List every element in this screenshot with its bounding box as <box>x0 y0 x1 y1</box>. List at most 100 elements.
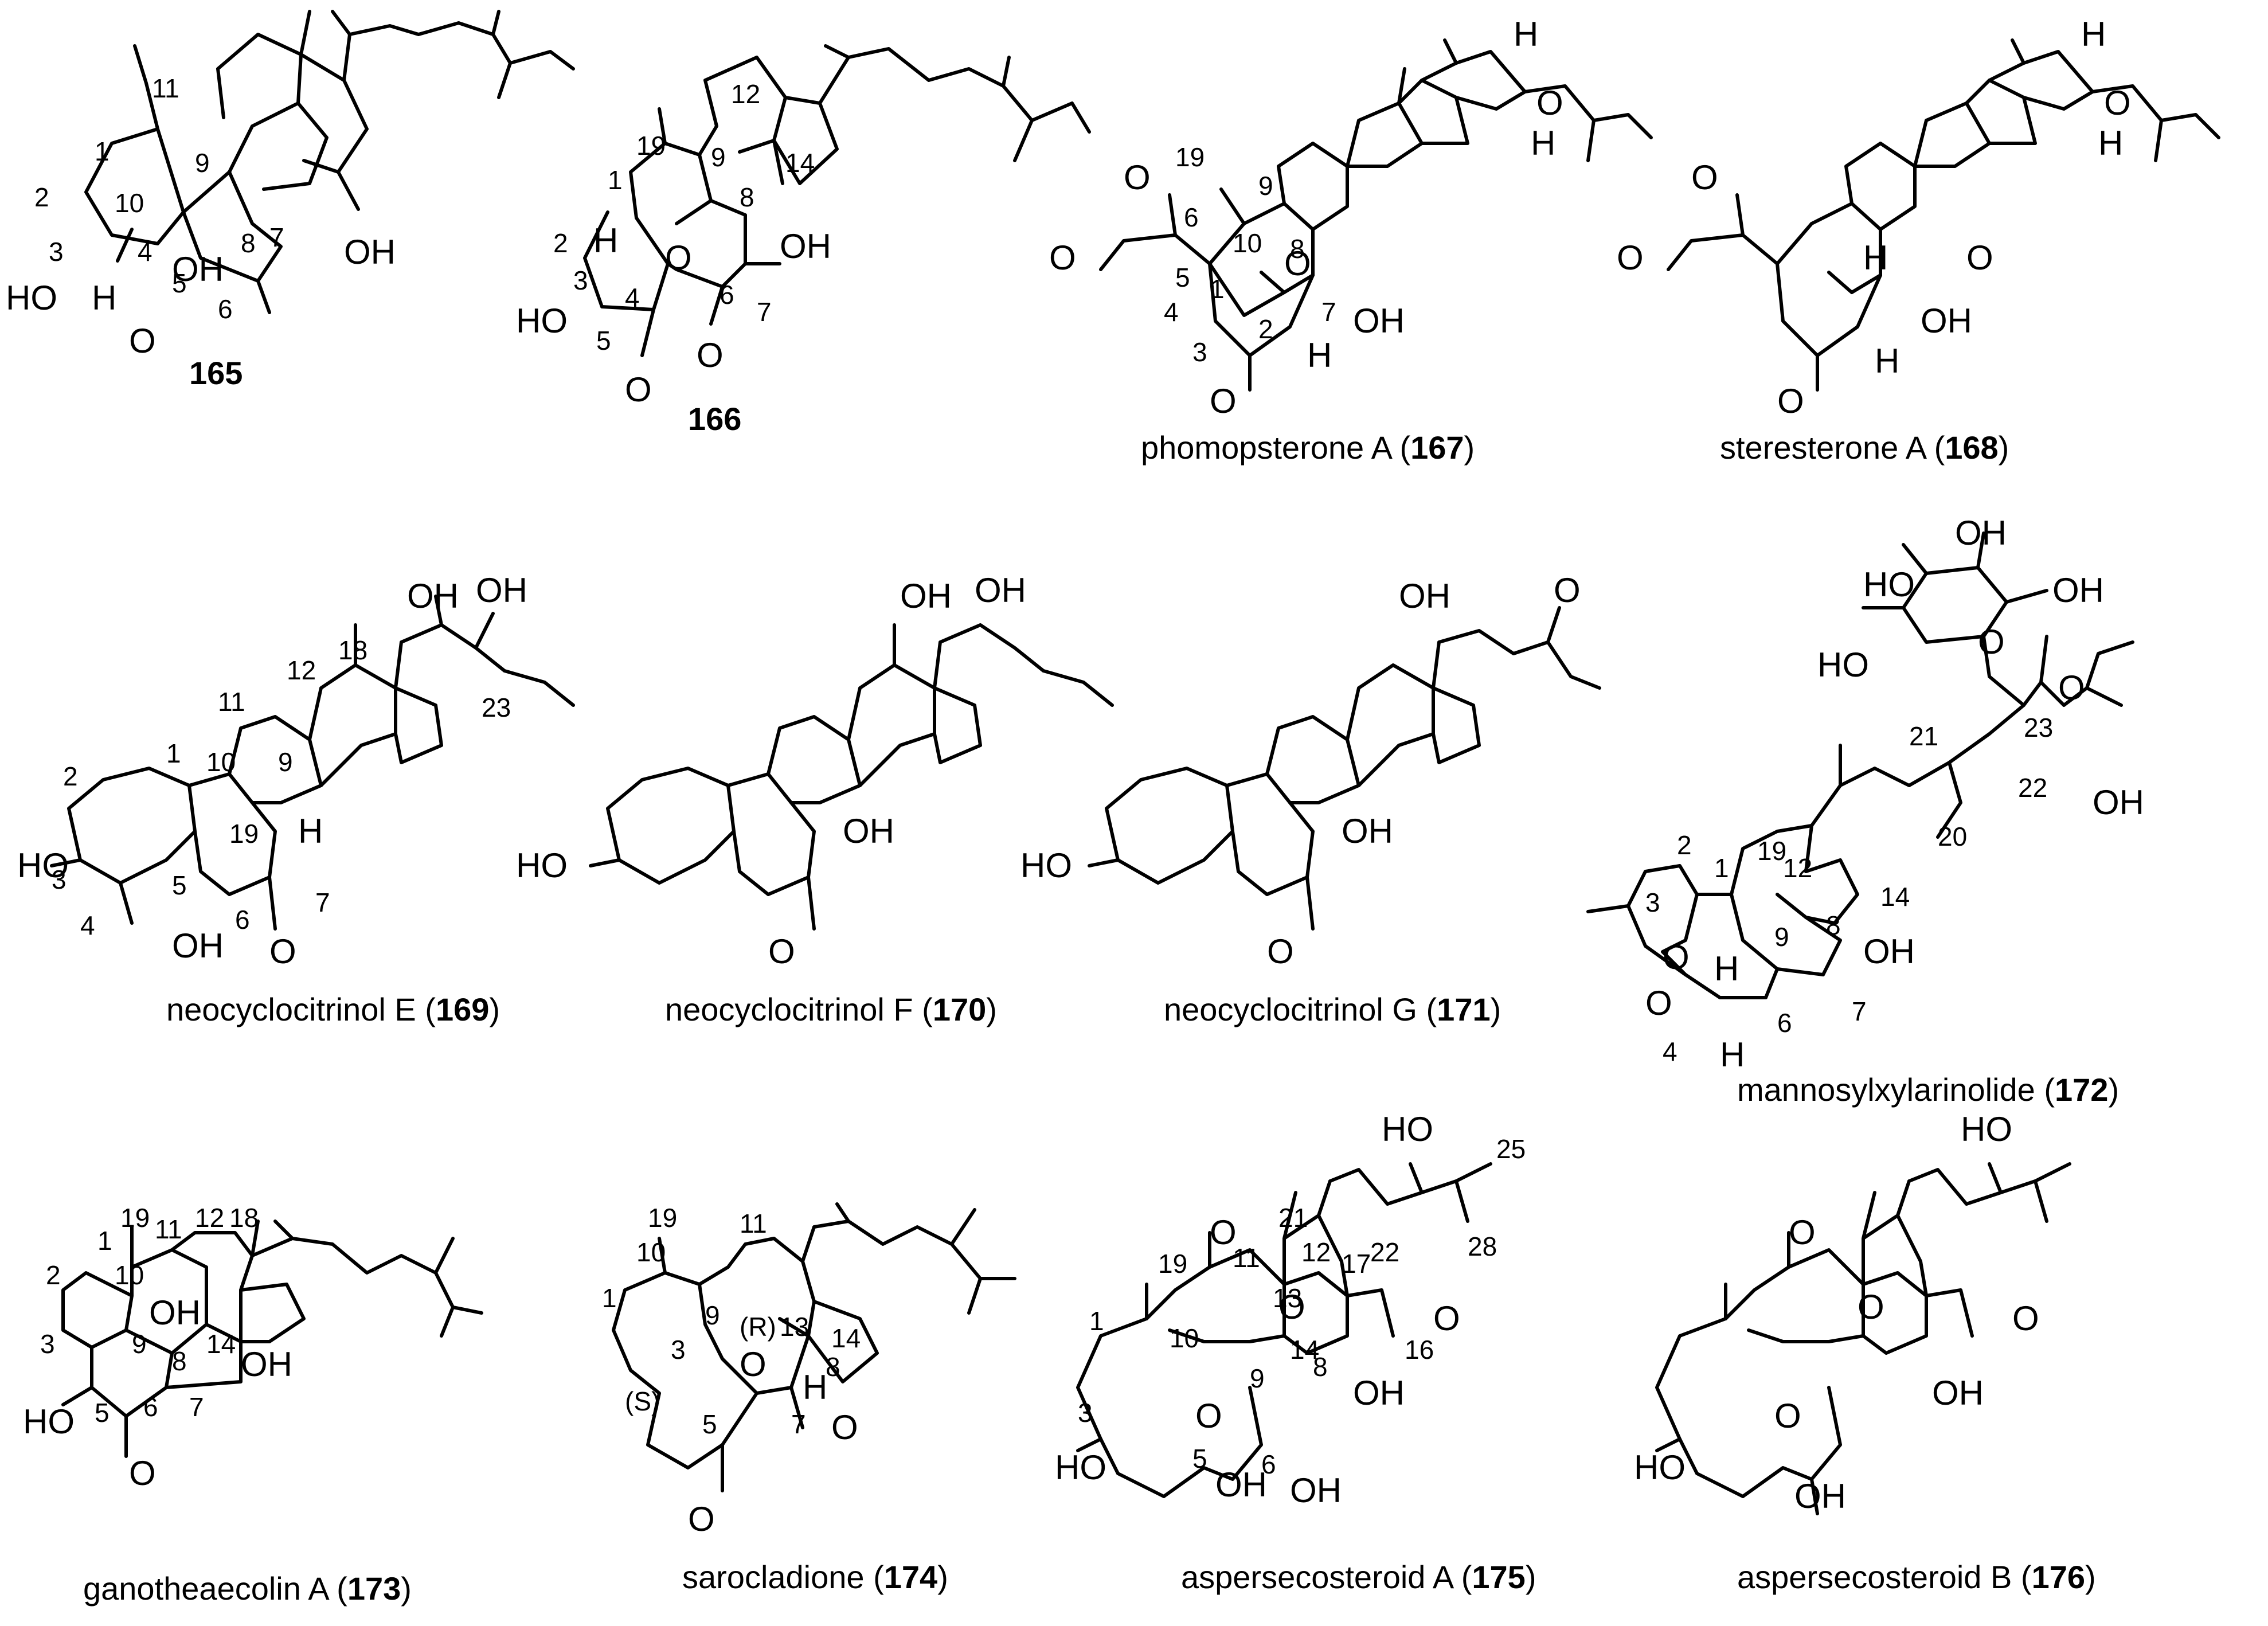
o-label: O <box>665 239 692 277</box>
locant: 7 <box>757 297 772 327</box>
h-label: H <box>1875 342 1899 380</box>
locant: 4 <box>625 283 640 312</box>
h-label: H <box>92 279 116 317</box>
locant: 21 <box>1278 1203 1308 1233</box>
stereo-label: (R) <box>740 1312 776 1342</box>
locant: 5 <box>596 326 611 355</box>
oh-label: OH <box>843 812 894 850</box>
locant: 1 <box>97 1226 112 1256</box>
locant: 13 <box>780 1312 809 1342</box>
oh-label: OH <box>1215 1465 1267 1504</box>
o-label: O <box>697 336 724 374</box>
locant: 28 <box>1468 1232 1497 1261</box>
locant: 3 <box>671 1335 686 1365</box>
o-label: O <box>1049 239 1076 277</box>
locant: 2 <box>553 228 568 258</box>
locant: 8 <box>1290 234 1305 264</box>
oh-label: HO <box>17 846 69 885</box>
o-label: O <box>1858 1288 1884 1326</box>
locant: 7 <box>189 1392 204 1422</box>
locant: 9 <box>278 747 293 777</box>
locant: 7 <box>791 1409 806 1439</box>
oh-label: OH <box>1399 577 1450 615</box>
o-label: O <box>1617 239 1644 277</box>
o-label: O <box>269 932 296 971</box>
oh-label: HO <box>1634 1448 1686 1487</box>
structure-176: HO OH HO OH O O O O aspersecosteroid B (… <box>1634 1110 2096 1595</box>
oh-label: OH <box>1863 932 1915 971</box>
locant: 9 <box>132 1329 147 1359</box>
locant: 22 <box>2018 773 2047 803</box>
locant: 3 <box>52 865 67 894</box>
locant: 6 <box>1261 1449 1276 1479</box>
oh-label: OH <box>780 227 831 265</box>
oh-label: HO <box>1961 1110 2012 1148</box>
o-label: O <box>1536 84 1563 122</box>
locant: 9 <box>711 142 726 172</box>
oh-label: OH <box>1794 1477 1846 1515</box>
locant: 11 <box>155 1214 182 1244</box>
h-label: H <box>1307 336 1332 374</box>
locant: 8 <box>172 1346 187 1376</box>
compound-number: 165 <box>189 355 243 391</box>
oh-label: OH <box>1353 302 1405 340</box>
locant: 14 <box>831 1323 861 1353</box>
oh-label: OH <box>2093 783 2144 822</box>
oh-label: OH <box>900 577 952 615</box>
oh-label: OH <box>407 577 459 615</box>
locant: 3 <box>40 1329 55 1359</box>
oh-label: HO <box>1863 565 1915 604</box>
structure-165: OH OH HO H O 1 2 3 4 5 6 7 8 9 10 11 165 <box>6 10 575 391</box>
h-label: H <box>1714 949 1739 988</box>
structure-166: OH HO H O O O 1 2 3 4 5 6 7 8 9 12 14 19… <box>516 44 1091 437</box>
locant: 19 <box>229 819 259 849</box>
o-label: O <box>625 370 652 409</box>
locant: 1 <box>166 738 181 768</box>
locant: 3 <box>49 237 64 267</box>
o-label: O <box>1554 571 1581 609</box>
o-label: O <box>768 932 795 971</box>
locant: 8 <box>241 228 256 258</box>
locant: 5 <box>172 870 187 900</box>
locant: 19 <box>1757 836 1786 866</box>
locant: 9 <box>705 1300 720 1330</box>
locant: 13 <box>1273 1283 1302 1313</box>
locant: 4 <box>138 237 152 267</box>
oh-label: HO <box>23 1402 75 1441</box>
locant: 12 <box>1783 853 1812 883</box>
locant: 19 <box>120 1203 150 1233</box>
o-label: O <box>1691 158 1718 197</box>
oh-label: HO <box>1382 1110 1433 1148</box>
locant: 23 <box>482 693 511 722</box>
oh-label: HO <box>516 846 568 885</box>
locant: 1 <box>608 165 623 195</box>
o-label: O <box>831 1408 858 1447</box>
structure-173: OH OH HO O 1 2 3 5 6 7 8 9 10 11 12 14 1… <box>23 1203 483 1607</box>
locant: 9 <box>195 148 210 178</box>
locant: 16 <box>1405 1335 1434 1365</box>
locant: 1 <box>95 136 110 166</box>
locant: 17 <box>1342 1249 1371 1279</box>
locant: 11 <box>740 1209 767 1238</box>
h-label: H <box>2098 124 2123 162</box>
oh-label: HO <box>1817 646 1869 684</box>
locant: 5 <box>702 1409 717 1439</box>
o-label: O <box>1978 623 2005 661</box>
h-label: H <box>298 812 323 850</box>
locant: 1 <box>602 1283 617 1313</box>
locant: 1 <box>1210 274 1225 304</box>
locant: 23 <box>2024 713 2053 742</box>
compound-name: steresterone A (168) <box>1720 429 2009 466</box>
locant: 10 <box>1170 1323 1199 1353</box>
locant: 4 <box>80 910 95 940</box>
locant: 9 <box>1258 171 1273 201</box>
o-label: O <box>1195 1397 1222 1435</box>
locant: 10 <box>636 1237 666 1267</box>
compound-name: phomopsterone A (167) <box>1141 429 1475 466</box>
locant: 18 <box>338 635 367 665</box>
h-label: H <box>1531 124 1555 162</box>
compound-number: 166 <box>688 401 741 437</box>
h-label: H <box>1863 239 1888 277</box>
structure-174: H O O O 1 3 5 7 8 9 10 11 13 14 19 (S) (… <box>602 1202 1016 1595</box>
